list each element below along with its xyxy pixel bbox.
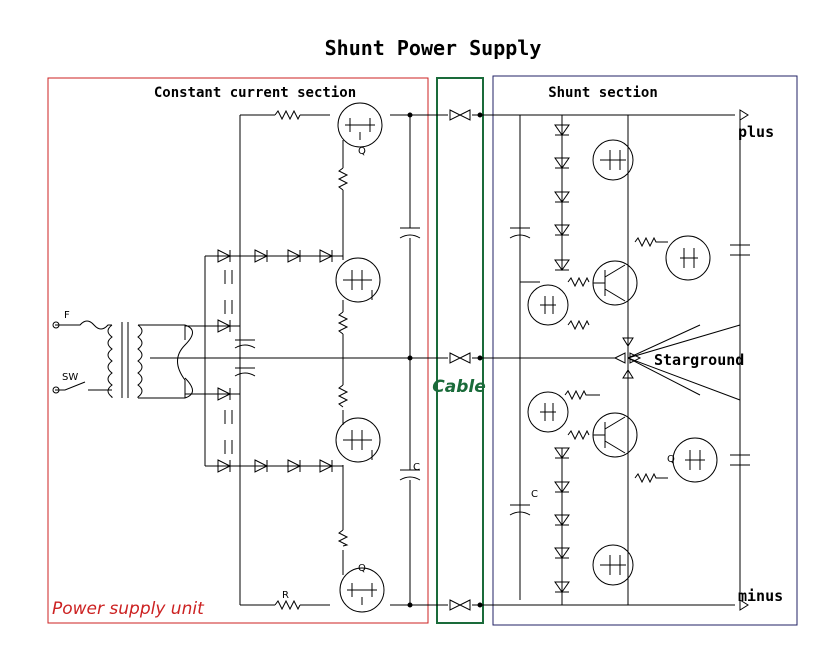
cc-diodes [185, 249, 343, 473]
shunt-section-box [492, 75, 798, 626]
power-supply-unit-label: Power supply unit [52, 599, 205, 619]
mosfet-shunt-top [592, 139, 634, 181]
page-title: Shunt Power Supply [325, 36, 542, 60]
mosfet-shunt-output [665, 235, 711, 281]
cable-connectors [407, 109, 483, 611]
mosfet-lower [335, 417, 381, 463]
q-shunt-label: Q [667, 454, 675, 465]
mosfet-shunt-q [672, 437, 718, 483]
fuse-label: F [64, 310, 70, 321]
cable-box [436, 77, 484, 624]
cable-label: Cable [432, 377, 485, 397]
starground-node [613, 109, 749, 611]
power-supply-unit-box [47, 77, 429, 624]
c-shunt-label: C [531, 489, 538, 500]
shunt-section-label: Shunt section [548, 85, 658, 101]
led-strings [554, 115, 570, 605]
transformer-input [52, 320, 193, 399]
resistors [274, 109, 668, 611]
mosfet-q-top [337, 102, 383, 148]
transistors [335, 102, 718, 613]
q-top-label: Q [358, 146, 366, 157]
switch-label: SW [62, 372, 78, 383]
mosfet-shunt-bottom [592, 544, 634, 586]
starground-label: Starground [654, 351, 744, 369]
mosfet-shunt-small-lower [527, 391, 569, 433]
mosfet-shunt-small [527, 284, 569, 326]
mosfet-q-bottom [339, 567, 385, 613]
plus-terminal-label: plus [738, 123, 774, 141]
minus-terminal-label: minus [738, 587, 783, 605]
rails [150, 114, 741, 606]
mosfet-upper [335, 257, 381, 303]
capacitors [224, 115, 750, 516]
constant-current-section-label: Constant current section [154, 85, 356, 101]
c-main-label: C [413, 462, 420, 473]
r-bottom-label: R [282, 590, 289, 601]
